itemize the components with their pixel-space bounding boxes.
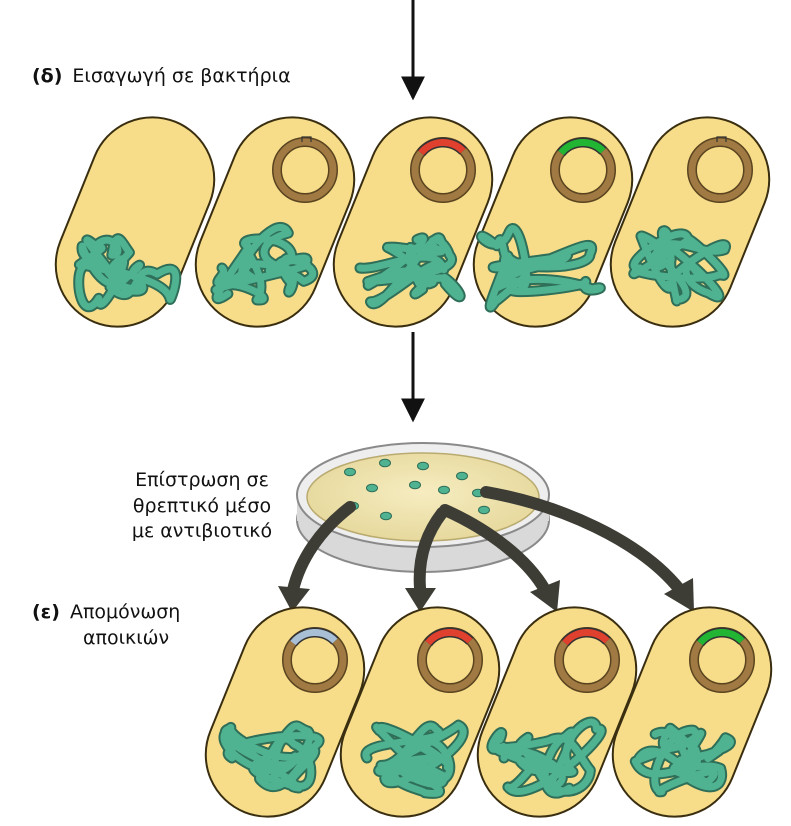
- chromosome: [218, 720, 325, 794]
- plasmid: [550, 137, 616, 203]
- plating-line-1: Επίστρωση σε: [135, 469, 269, 491]
- chromosome: [73, 233, 182, 313]
- bacterium-cell: [339, 606, 501, 818]
- step-d-label: (δ) Εισαγωγή σε βακτήρια: [32, 64, 291, 90]
- curved-arrow-3: [439, 504, 551, 596]
- colony: [344, 467, 356, 477]
- curved-arrows: [287, 486, 686, 596]
- step-e-label: (ε) Απομόνωση αποικιών: [32, 600, 180, 651]
- chromosome: [354, 232, 466, 310]
- plasmid: [689, 627, 755, 693]
- cell-body: [54, 116, 216, 328]
- colony: [417, 461, 429, 471]
- colony: [380, 511, 392, 521]
- curved-arrow-4: [480, 486, 686, 596]
- plasmid-cut-site: [716, 136, 727, 142]
- chromosome: [360, 719, 469, 799]
- bacterium-cell: [609, 116, 771, 328]
- cell-body: [472, 116, 634, 328]
- bacterium-cell: [472, 116, 634, 328]
- colony: [438, 485, 450, 495]
- petri-dish: [296, 442, 550, 573]
- step-e-line-2: αποικιών: [83, 626, 170, 649]
- plasmid: [282, 627, 348, 693]
- step-d-tag: (δ): [32, 65, 63, 87]
- plasmid: [272, 136, 338, 203]
- bacterium-cell: [204, 606, 366, 818]
- plasmid: [417, 627, 483, 693]
- plating-line-2: θρεπτικό μέσο: [132, 494, 272, 517]
- chromosome: [628, 225, 731, 307]
- top-row-bacteria: [54, 116, 771, 328]
- colony: [366, 483, 378, 493]
- plasmid: [687, 136, 753, 203]
- chromosome: [486, 716, 607, 799]
- plasmid: [554, 627, 620, 693]
- chromosome: [629, 722, 736, 798]
- bacterium-cell: [611, 606, 773, 818]
- plasmid-cut-site: [301, 136, 312, 142]
- colony: [379, 458, 391, 468]
- curved-arrow-heads: [278, 578, 694, 612]
- bacterium-cell: [476, 606, 638, 818]
- step-e-line-1: Απομόνωση: [69, 601, 181, 623]
- chromosome: [475, 223, 606, 313]
- plasmid: [410, 137, 476, 203]
- colony: [478, 505, 490, 515]
- curved-arrow-1: [287, 501, 356, 596]
- cell-body: [194, 116, 356, 328]
- cell-body: [332, 116, 494, 328]
- curved-arrow-2: [413, 507, 448, 594]
- bacterium-cell: [54, 116, 216, 328]
- step-d-text: Εισαγωγή σε βακτήρια: [72, 65, 291, 87]
- cell-body: [609, 116, 771, 328]
- plating-label: Επίστρωση σε θρεπτικό μέσο με αντιβιοτικ…: [112, 468, 292, 545]
- bottom-row-bacteria: [204, 606, 773, 818]
- bacterium-cell: [332, 116, 494, 328]
- chromosome: [210, 222, 319, 306]
- colony: [456, 471, 468, 481]
- bacterium-cell: [194, 116, 356, 328]
- plating-line-3: με αντιβιοτικό: [131, 520, 273, 543]
- colony: [409, 480, 421, 490]
- step-e-tag: (ε): [32, 601, 60, 623]
